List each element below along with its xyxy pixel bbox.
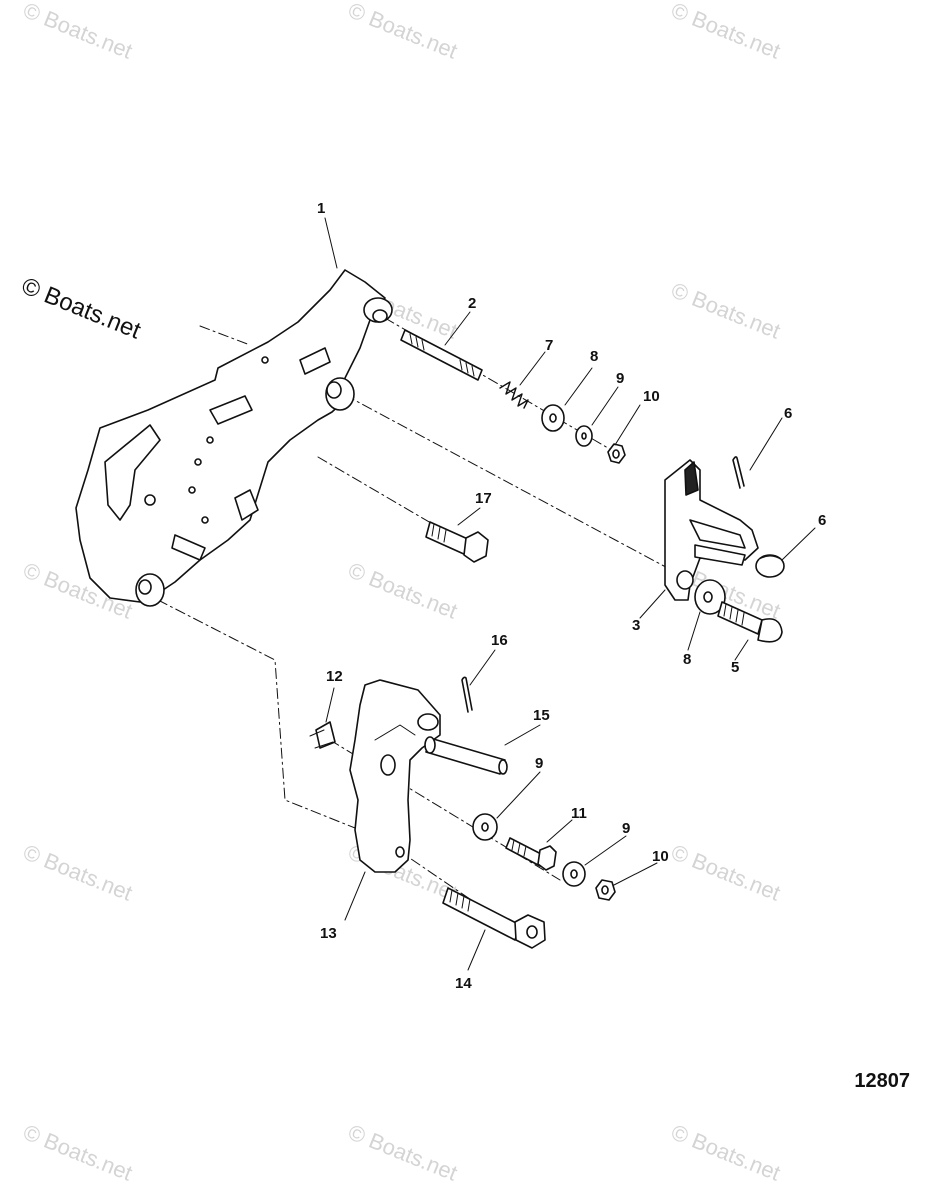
washer-part-9 bbox=[562, 861, 586, 887]
centerline bbox=[344, 394, 691, 581]
nut-part-10 bbox=[595, 879, 616, 901]
spring-part-7 bbox=[499, 381, 529, 409]
cotter-pin-part-16 bbox=[461, 676, 473, 713]
washer-part-8 bbox=[694, 579, 726, 615]
stud-part-11 bbox=[505, 837, 557, 871]
washer-part-9 bbox=[472, 813, 498, 841]
callout-10: 10 bbox=[643, 388, 660, 405]
centerline bbox=[317, 456, 461, 541]
bolt-part-17 bbox=[425, 521, 489, 563]
callout-6: 6 bbox=[818, 512, 827, 529]
callout-2: 2 bbox=[468, 295, 477, 312]
callout-13: 13 bbox=[320, 925, 337, 942]
bolt-part-5 bbox=[717, 601, 783, 643]
bracket-part-1 bbox=[75, 269, 393, 607]
cap-part-6 bbox=[755, 554, 785, 578]
centerline bbox=[199, 325, 251, 346]
figure-number: 12807 bbox=[854, 1070, 910, 1092]
callout-16: 16 bbox=[491, 632, 508, 649]
callout-15: 15 bbox=[533, 707, 550, 724]
bolt-part-14 bbox=[442, 887, 546, 949]
callout-9: 9 bbox=[535, 755, 544, 772]
callout-10: 10 bbox=[652, 848, 669, 865]
washer-part-8 bbox=[541, 404, 565, 432]
callout-3: 3 bbox=[632, 617, 641, 634]
callout-7: 7 bbox=[545, 337, 554, 354]
callout-12: 12 bbox=[326, 668, 343, 685]
callout-9: 9 bbox=[622, 820, 631, 837]
callout-14: 14 bbox=[455, 975, 472, 992]
clip-part-12 bbox=[309, 721, 336, 749]
callout-9: 9 bbox=[616, 370, 625, 387]
pin-part-15 bbox=[424, 736, 508, 775]
callout-6: 6 bbox=[784, 405, 793, 422]
nut-part-10 bbox=[607, 443, 626, 464]
callout-11: 11 bbox=[571, 805, 587, 822]
cotter-pin-part-6 bbox=[732, 456, 745, 489]
leader-lines bbox=[324, 217, 816, 971]
callout-5: 5 bbox=[731, 659, 740, 676]
washer-part-9 bbox=[575, 425, 593, 447]
link-part-13 bbox=[349, 679, 441, 873]
callout-8: 8 bbox=[683, 651, 692, 668]
stud-part-2 bbox=[400, 329, 483, 381]
callout-1: 1 bbox=[317, 200, 326, 217]
callout-17: 17 bbox=[475, 490, 492, 507]
centerline bbox=[157, 599, 361, 831]
latch-part-3 bbox=[664, 459, 759, 601]
callout-8: 8 bbox=[590, 348, 599, 365]
